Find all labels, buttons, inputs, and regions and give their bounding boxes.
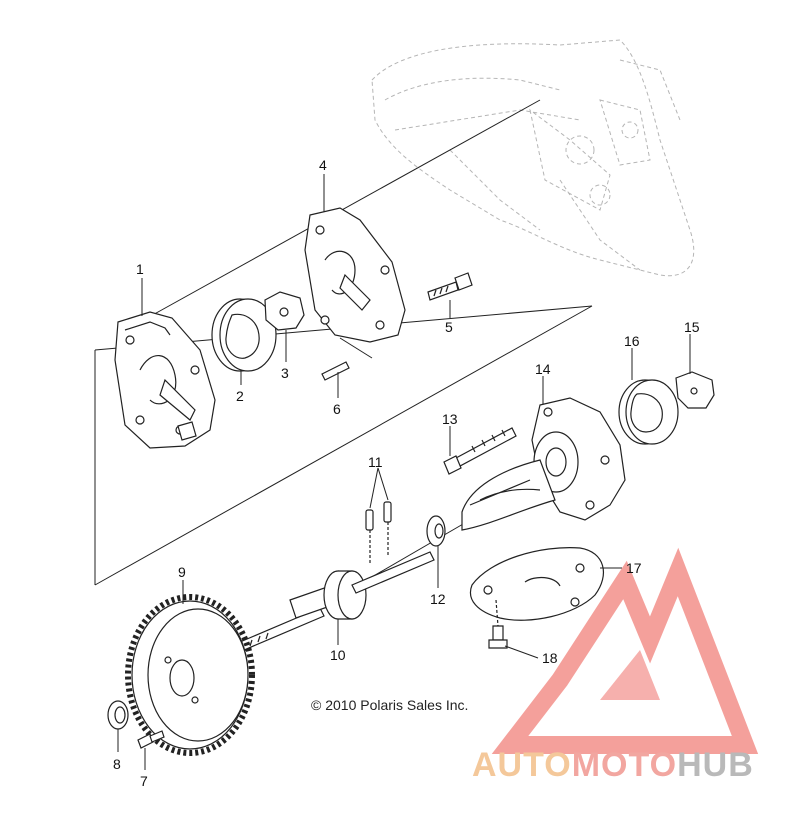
pins-part	[365, 501, 392, 565]
watermark-moto: MOTO	[571, 746, 678, 784]
washer-part	[426, 515, 446, 547]
part-label-7: 7	[140, 773, 148, 789]
part-label-10: 10	[330, 647, 346, 663]
inner-rotor-part	[264, 291, 305, 331]
dowel-pin-part	[321, 361, 350, 381]
copyright-text: © 2010 Polaris Sales Inc.	[311, 697, 469, 713]
automotohub-logo	[491, 547, 759, 754]
watermark-text: AUTOMOTOHUB	[472, 746, 754, 785]
pump-housing-part	[114, 311, 216, 449]
pump-body-part	[461, 397, 626, 531]
part-label-17: 17	[626, 560, 642, 576]
part-label-2: 2	[236, 388, 244, 404]
pump-cover-part	[304, 207, 406, 343]
long-bolt-part	[443, 427, 517, 475]
part-label-9: 9	[178, 564, 186, 580]
part-label-13: 13	[442, 411, 458, 427]
part-label-5: 5	[445, 319, 453, 335]
inner-rotor-2-part	[675, 371, 715, 409]
part-label-15: 15	[684, 319, 700, 335]
part-label-6: 6	[333, 401, 341, 417]
watermark-auto: AUTO	[472, 746, 572, 784]
part-label-4: 4	[319, 157, 327, 173]
small-washer-part	[107, 700, 129, 730]
small-bolt-part	[488, 599, 508, 649]
part-label-14: 14	[535, 361, 551, 377]
part-label-3: 3	[281, 365, 289, 381]
screw-part	[137, 730, 165, 749]
part-label-1: 1	[136, 261, 144, 277]
part-label-18: 18	[542, 650, 558, 666]
watermark-hub: HUB	[677, 746, 754, 784]
shaft-part	[239, 551, 435, 651]
leader-lines	[117, 174, 691, 770]
drive-gear-part	[125, 594, 255, 756]
part-label-12: 12	[430, 591, 446, 607]
bolt-part	[427, 272, 473, 301]
part-label-8: 8	[113, 756, 121, 772]
outer-rotor-2-part	[618, 379, 679, 445]
engine-case-outline	[371, 39, 695, 277]
gasket-part	[469, 547, 604, 621]
part-label-16: 16	[624, 333, 640, 349]
part-label-11: 11	[368, 454, 383, 470]
outer-rotor-part	[211, 298, 277, 372]
